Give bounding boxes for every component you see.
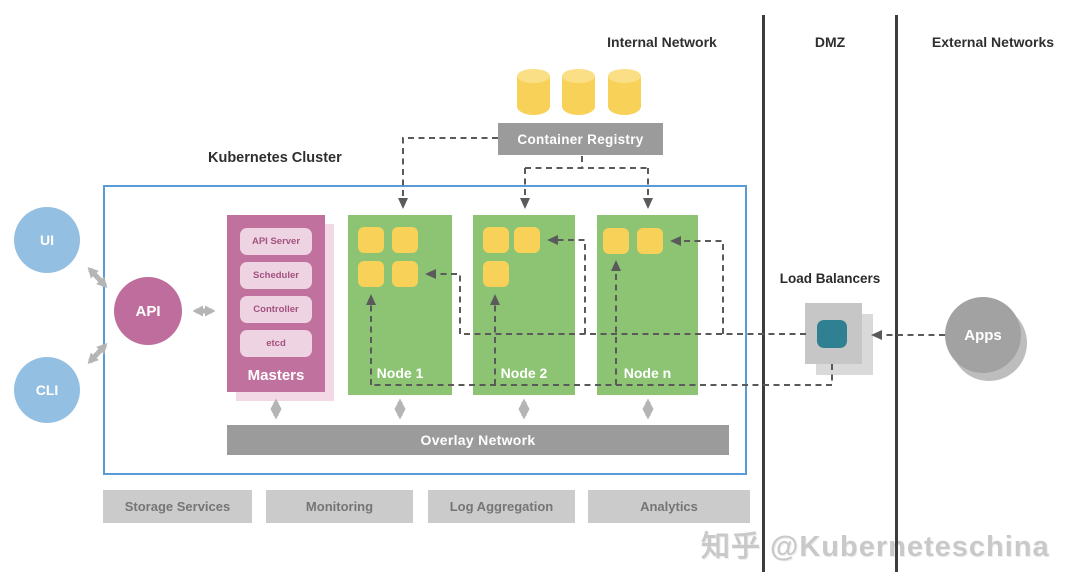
load-balancer-icon xyxy=(805,303,862,364)
pod-icon xyxy=(483,261,509,287)
storage-services-box: Storage Services xyxy=(103,490,252,523)
pod-icon xyxy=(358,227,384,253)
node-2-label: Node 2 xyxy=(500,365,548,381)
node-2: Node 2 xyxy=(473,215,575,395)
controller-component: Controller xyxy=(240,296,312,323)
masters-box: API Server Scheduler Controller etcd Mas… xyxy=(227,215,325,392)
pod-icon xyxy=(358,261,384,287)
scheduler-component: Scheduler xyxy=(240,262,312,289)
node-1: Node 1 xyxy=(348,215,452,395)
pod-icon xyxy=(637,228,663,254)
internal-network-label: Internal Network xyxy=(607,34,717,50)
database-cylinder-icon xyxy=(562,69,595,115)
container-registry-box: Container Registry xyxy=(498,123,663,155)
node-1-label: Node 1 xyxy=(376,365,424,381)
dmz-divider-line xyxy=(762,15,765,572)
masters-label: Masters xyxy=(247,367,305,384)
ui-cluster-arrow xyxy=(87,266,100,280)
database-cylinder-icon xyxy=(608,69,641,115)
pod-icon xyxy=(392,227,418,253)
apps-actor: Apps xyxy=(945,297,1021,373)
external-networks-label: External Networks xyxy=(931,34,1055,50)
pod-icon xyxy=(514,227,540,253)
cli-actor: CLI xyxy=(14,357,80,423)
api-actor: API xyxy=(114,277,182,345)
etcd-component: etcd xyxy=(240,330,312,357)
load-balancers-label: Load Balancers xyxy=(779,271,881,286)
cli-cluster-arrow xyxy=(87,351,100,365)
dmz-label: DMZ xyxy=(814,34,846,50)
cluster-title: Kubernetes Cluster xyxy=(208,150,342,166)
pod-icon xyxy=(483,227,509,253)
log-aggregation-box: Log Aggregation xyxy=(428,490,575,523)
external-divider-line xyxy=(895,15,898,572)
database-cylinder-icon xyxy=(517,69,550,115)
load-balancer-core xyxy=(817,320,847,348)
pod-icon xyxy=(392,261,418,287)
analytics-box: Analytics xyxy=(588,490,750,523)
node-n: Node n xyxy=(597,215,698,395)
api-server-component: API Server xyxy=(240,228,312,255)
pod-icon xyxy=(603,228,629,254)
overlay-network-bar: Overlay Network xyxy=(227,425,729,455)
ui-actor: UI xyxy=(14,207,80,273)
monitoring-box: Monitoring xyxy=(266,490,413,523)
watermark: 知乎 @Kuberneteschina xyxy=(701,531,1050,563)
node-n-label: Node n xyxy=(623,365,672,381)
